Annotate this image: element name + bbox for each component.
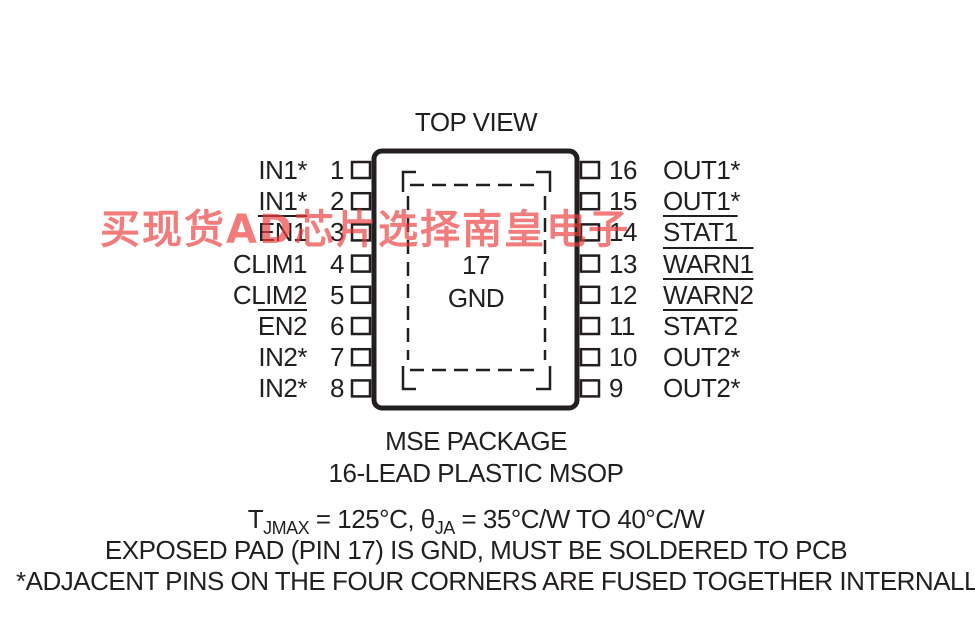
package-description: 16-LEAD PLASTIC MSOP [328, 458, 624, 488]
theta-symbol: θ [420, 504, 435, 534]
pin-4-label: CLIM1 [232, 248, 308, 279]
pin-2-label: IN1* [258, 186, 307, 217]
pin-3-number: 3 [330, 217, 344, 248]
tj-value: = 125°C, [309, 504, 421, 534]
pin-1-lead [350, 160, 372, 180]
exposed-pad-number: 17 [462, 250, 490, 280]
thermal-note: TJMAX = 125°C, θJA = 35°C/W TO 40°C/W [176, 504, 776, 537]
package-name: MSE PACKAGE [385, 426, 567, 456]
pin-8-label: IN2* [258, 373, 307, 404]
pin-8-lead [350, 379, 372, 398]
tj-subscript: JMAX [263, 518, 310, 538]
pin-7-number: 7 [330, 342, 344, 373]
pin-14-number: 14 [609, 217, 637, 248]
exposed-pad-corners [401, 170, 552, 391]
pin-6-label: EN2 [257, 311, 308, 341]
exposed-pad-name: GND [447, 283, 505, 313]
pin-7-label: IN2* [258, 342, 307, 373]
pin-7-lead [350, 347, 372, 367]
pin-9-number: 9 [609, 373, 623, 404]
pin-10-label: OUT2* [663, 342, 740, 373]
adjacent-pins-note: *ADJACENT PINS ON THE FOUR CORNERS ARE F… [16, 566, 975, 596]
pin-5-number: 5 [330, 279, 344, 310]
tj-symbol: T [247, 504, 264, 534]
left-pins [350, 160, 372, 398]
pin-12-label: WARN2 [663, 279, 754, 310]
pin-6-lead [350, 316, 372, 336]
right-pins [579, 160, 601, 398]
pin-13-lead [579, 254, 601, 273]
pin-1-number: 1 [330, 155, 344, 185]
pin-9-label: OUT2* [663, 373, 740, 404]
pin-6-number: 6 [330, 311, 344, 341]
pin-13-number: 13 [609, 248, 637, 279]
pin-3-lead [350, 223, 372, 242]
pin-14-lead [579, 223, 601, 242]
pin-15-number: 15 [609, 186, 637, 217]
theta-value: = 35°C/W TO 40°C/W [454, 504, 705, 534]
pin-12-lead [579, 285, 601, 305]
pin-4-lead [350, 254, 372, 273]
pin-13-label: WARN1 [663, 248, 754, 279]
pin-15-label: OUT1* [663, 186, 740, 217]
pin-10-number: 10 [609, 342, 637, 373]
pin-11-number: 11 [609, 311, 636, 341]
pin-10-lead [579, 347, 601, 367]
exposed-pad-outline [406, 183, 547, 372]
pin-2-lead [350, 191, 372, 211]
theta-subscript: JA [434, 518, 456, 538]
pin-3-label: EN1 [257, 217, 308, 248]
pin-9-lead [579, 379, 601, 398]
pin-5-label: CLIM2 [232, 279, 308, 310]
view-title: TOP VIEW [414, 107, 538, 137]
pin-16-label: OUT1* [663, 155, 740, 185]
watermark-text: 买现货AD芯片选择南皇电子 [100, 207, 631, 253]
pin-4-number: 4 [330, 248, 344, 279]
pin-16-lead [579, 160, 601, 180]
pin-14-label: STAT1 [663, 217, 738, 248]
pin-16-number: 16 [609, 155, 637, 185]
pin-11-label: STAT2 [663, 311, 738, 341]
pin-5-lead [350, 285, 372, 305]
pin-12-number: 12 [609, 279, 637, 310]
pin-2-number: 2 [330, 186, 344, 217]
pin-8-number: 8 [330, 373, 344, 404]
pin-11-lead [579, 316, 601, 336]
pin-1-label: IN1* [258, 155, 307, 185]
pin-15-lead [579, 191, 601, 211]
package-body [371, 148, 580, 411]
exposed-pad-note: EXPOSED PAD (PIN 17) IS GND, MUST BE SOL… [104, 535, 848, 565]
